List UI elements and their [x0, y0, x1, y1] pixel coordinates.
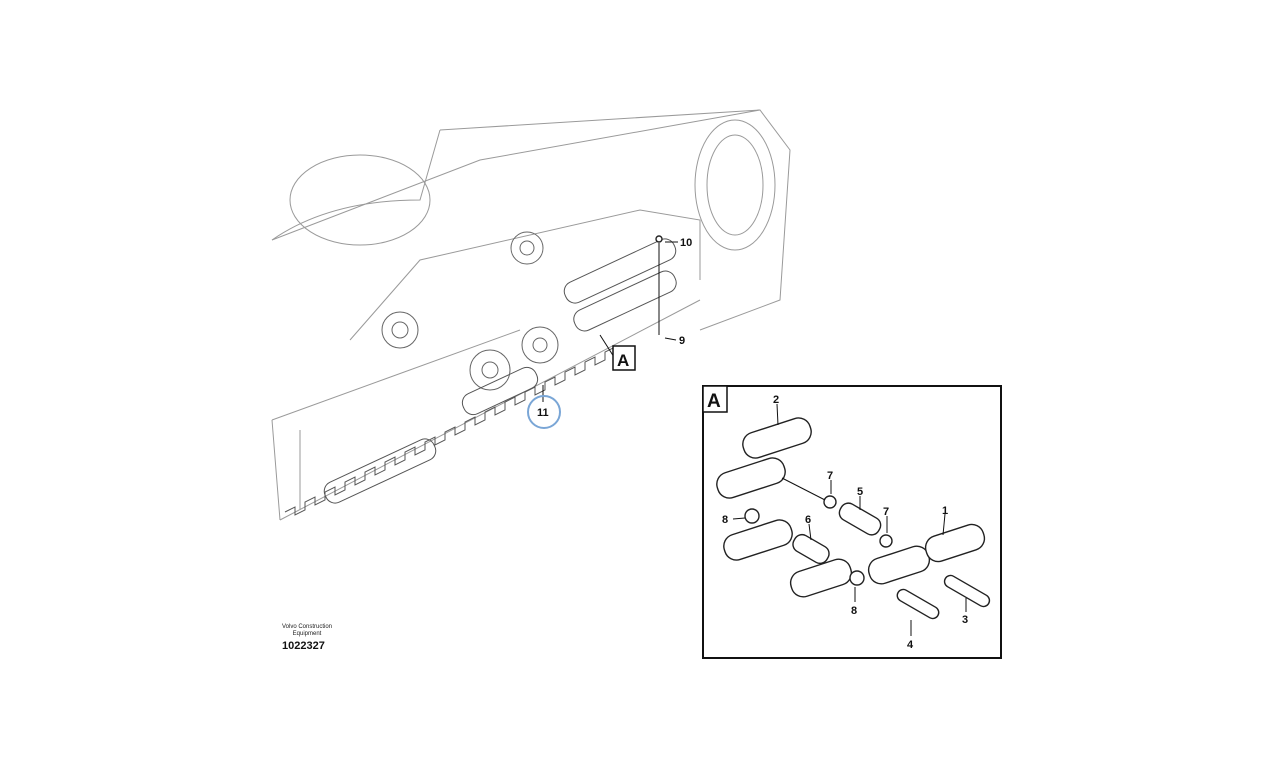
- bushings-pins-seals: [744, 477, 991, 620]
- detail-callout-8-left[interactable]: 8: [722, 514, 728, 526]
- detail-callout-5[interactable]: 5: [857, 486, 863, 498]
- callout-9[interactable]: 9: [679, 335, 685, 347]
- track-shoes: [284, 346, 626, 516]
- link-parts: [716, 417, 986, 598]
- detail-callout-1[interactable]: 1: [942, 505, 948, 517]
- nut-icon: [655, 235, 663, 243]
- detail-a-marker[interactable]: [612, 345, 636, 371]
- detail-title: A: [707, 391, 721, 412]
- brand-line-1: Volvo Construction: [281, 624, 333, 630]
- detail-callout-4[interactable]: 4: [907, 639, 914, 651]
- callout-11[interactable]: 11: [537, 407, 549, 419]
- callout-11-highlight[interactable]: [527, 395, 561, 429]
- detail-callout-2[interactable]: 2: [773, 394, 779, 406]
- detail-panel-a: A 2: [702, 385, 1002, 659]
- brand-label: Volvo Construction Equipment: [272, 624, 342, 638]
- callout-a-label: A: [617, 351, 629, 370]
- detail-callout-3[interactable]: 3: [962, 614, 968, 626]
- detail-callout-8-bottom[interactable]: 8: [851, 605, 857, 617]
- drawing-number: 1022327: [282, 640, 325, 652]
- detail-callout-7-lower[interactable]: 7: [883, 506, 889, 518]
- detail-callout-6[interactable]: 6: [805, 514, 811, 526]
- detail-callout-7-upper[interactable]: 7: [827, 470, 833, 482]
- callout-10[interactable]: 10: [680, 237, 692, 249]
- detail-leaders: [732, 403, 967, 636]
- brand-line-2: Equipment: [292, 631, 322, 637]
- track-links: [323, 238, 677, 504]
- track-rollers: [381, 231, 559, 391]
- undercarriage-drawing: [271, 109, 791, 521]
